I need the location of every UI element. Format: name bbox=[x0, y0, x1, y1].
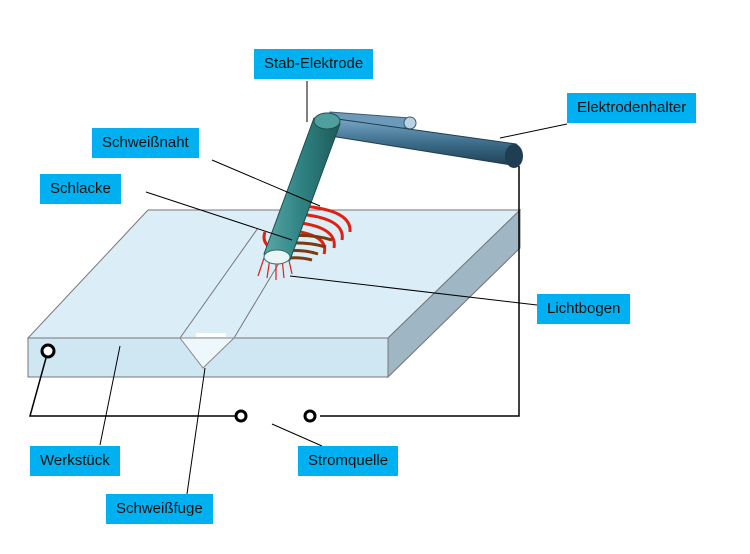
label-schweissfuge: Schweißfuge bbox=[106, 494, 213, 524]
leader-elektrodenhalter bbox=[499, 123, 568, 139]
leader-stromquelle bbox=[271, 423, 323, 447]
leader-werkstueck bbox=[99, 345, 121, 446]
circuit bbox=[29, 166, 520, 417]
leader-schweissnaht bbox=[211, 159, 321, 207]
wire-holder-to-source bbox=[320, 166, 520, 417]
terminals bbox=[40, 343, 317, 423]
label-werkstueck: Werkstück bbox=[30, 446, 120, 476]
leader-schlacke bbox=[145, 191, 293, 241]
wire-workpiece-to-source bbox=[29, 357, 236, 417]
workpiece-plate bbox=[26, 208, 522, 379]
leader-lines bbox=[99, 81, 568, 495]
label-elektrodenhalter: Elektrodenhalter bbox=[567, 93, 697, 123]
workpiece-terminal bbox=[40, 343, 56, 359]
label-schweissnaht: Schweißnaht bbox=[92, 128, 199, 158]
leader-schweissfuge bbox=[186, 367, 206, 495]
source-terminal-left bbox=[234, 409, 248, 423]
groove-v-notch bbox=[178, 337, 236, 369]
leader-lichtbogen bbox=[289, 275, 538, 306]
stick-electrode bbox=[263, 112, 341, 265]
source-terminal-right bbox=[303, 409, 317, 423]
groove-highlight bbox=[196, 333, 226, 337]
label-stab-elektrode: Stab-Elektrode bbox=[254, 49, 374, 79]
label-stromquelle: Stromquelle bbox=[298, 446, 399, 476]
label-lichtbogen: Lichtbogen bbox=[537, 294, 631, 324]
label-schlacke: Schlacke bbox=[40, 174, 121, 204]
groove-edge-left bbox=[179, 227, 259, 339]
electrode-holder bbox=[317, 111, 523, 168]
plate-side-face bbox=[387, 208, 521, 379]
